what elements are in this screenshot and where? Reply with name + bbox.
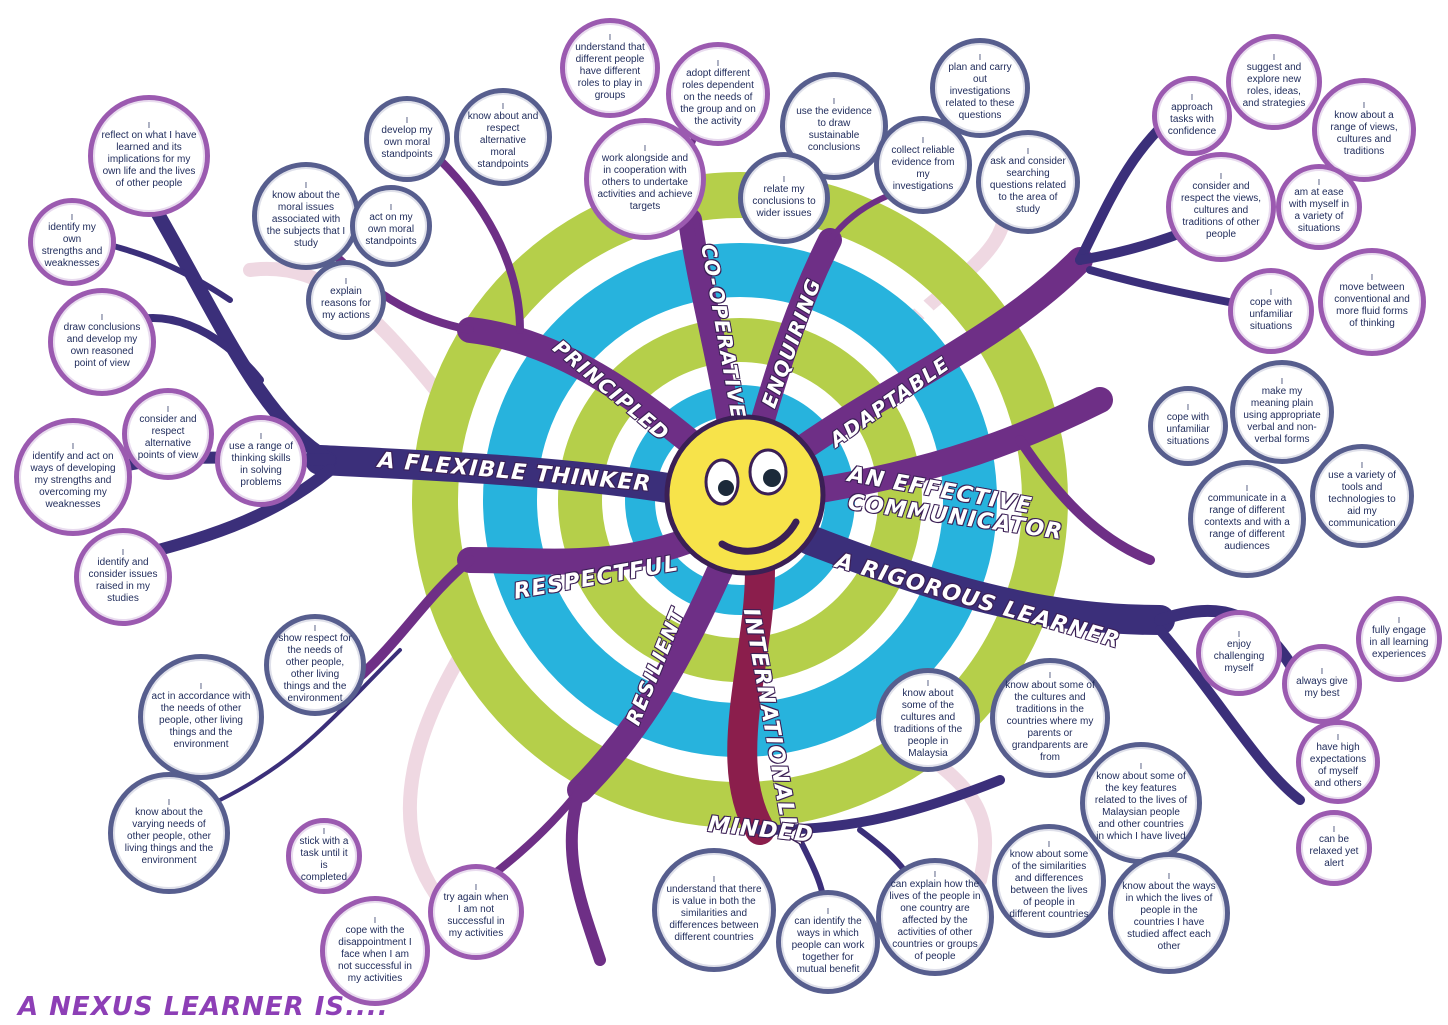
- footer-title: A NEXUS LEARNER IS....: [18, 992, 389, 1022]
- smiley-face-icon: [664, 414, 826, 576]
- main-branches: [87, 105, 1306, 966]
